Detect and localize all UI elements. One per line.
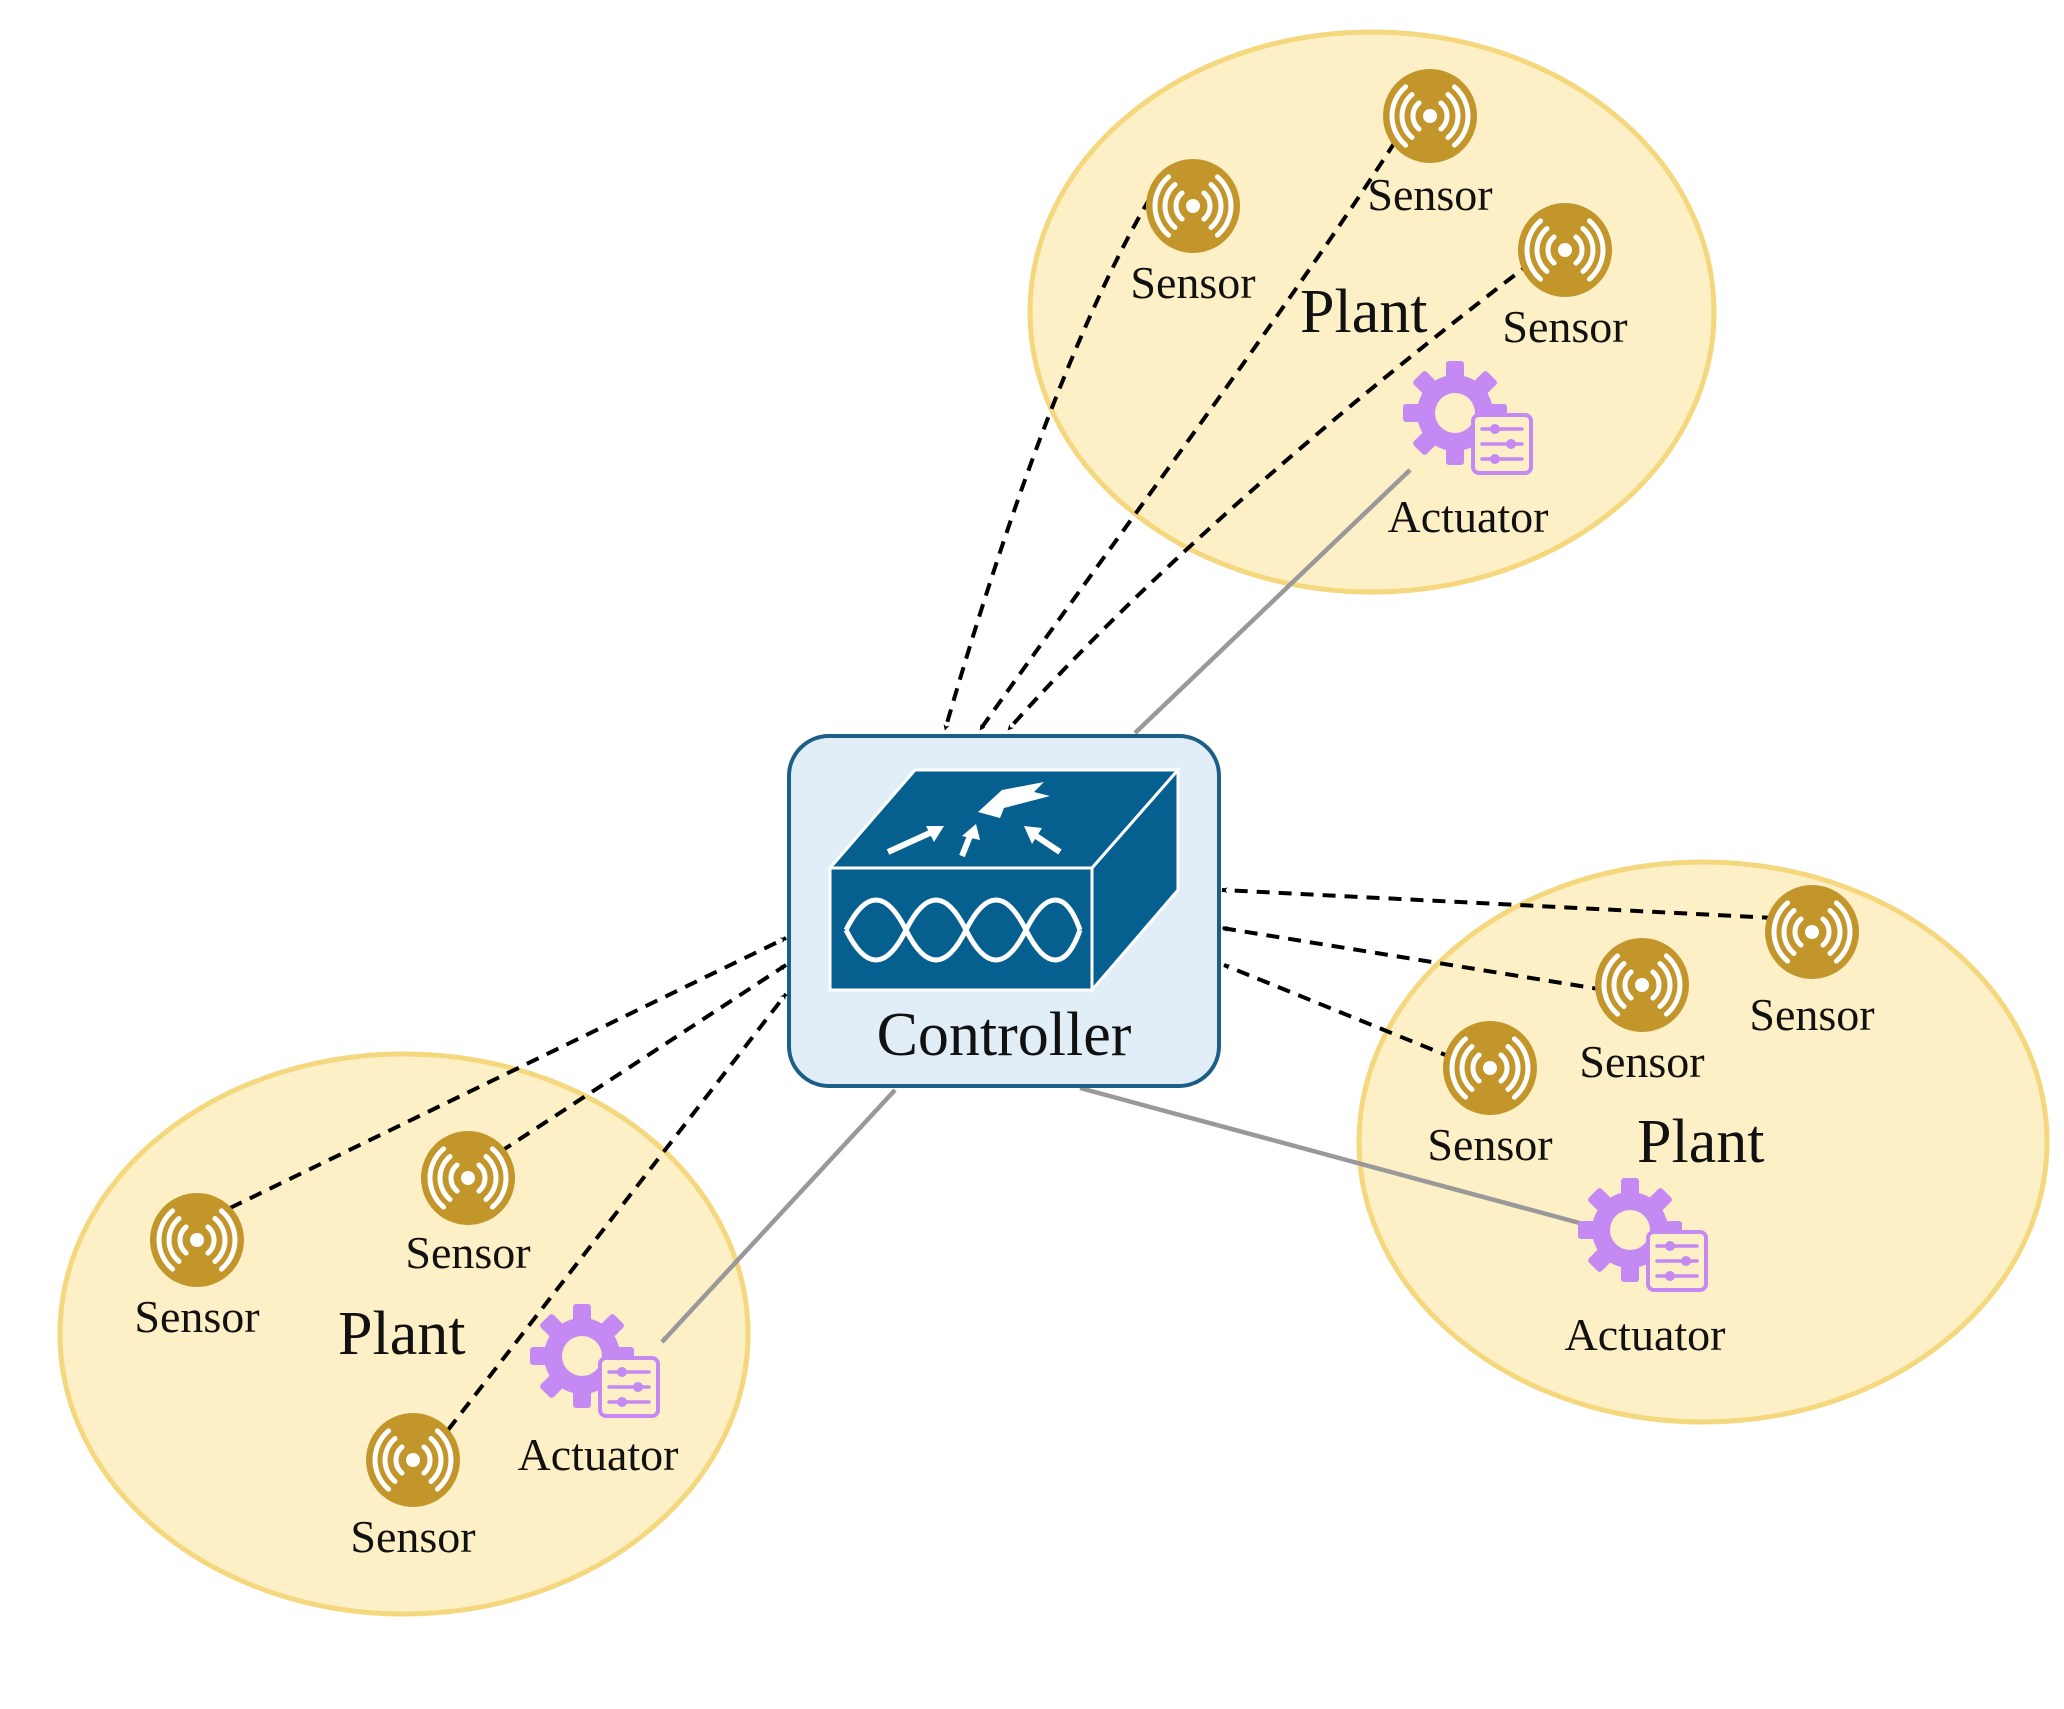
actuator-link-right — [1079, 1085, 1588, 1228]
actuator-link-left — [660, 1088, 897, 1344]
sensor-link-right-3 — [1223, 963, 1454, 1060]
sensor-label: Sensor — [350, 1511, 475, 1562]
sensor: Sensor — [134, 1193, 260, 1342]
actuator-label: Actuator — [518, 1429, 679, 1480]
wireless-sensor-icon — [1595, 938, 1689, 1032]
sensor: Sensor — [405, 1131, 531, 1278]
plant-left: Plant — [57, 1051, 751, 1617]
plant-right-area — [1356, 859, 2050, 1425]
wireless-sensor-icon — [1443, 1021, 1537, 1115]
sensor-label: Sensor — [1749, 989, 1874, 1040]
sensor-link-left-2 — [498, 963, 788, 1154]
sensor: Sensor — [1579, 938, 1705, 1087]
actuator: Actuator — [1565, 1178, 1726, 1360]
sensor: Sensor — [1502, 203, 1628, 352]
sensor-links — [229, 140, 1776, 1432]
sensor-link-top-3 — [1006, 260, 1534, 732]
sensor-label: Sensor — [405, 1227, 530, 1278]
actuator-label: Actuator — [1388, 491, 1549, 542]
sensor: Sensor — [1367, 69, 1493, 220]
sensor-link-right-1 — [1221, 887, 1776, 920]
sensor: Sensor — [1130, 159, 1256, 308]
plant-right-label: Plant — [1637, 1108, 1764, 1176]
sensor-label: Sensor — [1502, 301, 1627, 352]
sensor: Sensor — [350, 1413, 476, 1562]
wireless-sensor-icon — [1383, 69, 1477, 163]
controller: Controller — [787, 734, 1221, 1088]
sensor: Sensor — [1427, 1021, 1553, 1170]
plant-left-label: Plant — [338, 1300, 465, 1368]
gear-actuator-icon — [530, 1304, 660, 1418]
gear-actuator-icon — [1578, 1178, 1708, 1292]
sensor-label: Sensor — [1367, 169, 1492, 220]
sensor: Sensor — [1749, 885, 1875, 1040]
wireless-sensor-icon — [366, 1413, 460, 1507]
sensor-label: Sensor — [1579, 1036, 1704, 1087]
sensor-label: Sensor — [134, 1291, 259, 1342]
wireless-sensor-icon — [1765, 885, 1859, 979]
sensor-link-top-2 — [978, 140, 1397, 732]
plant-left-area — [57, 1051, 751, 1617]
plant-right: Plant — [1356, 859, 2050, 1425]
wireless-sensor-icon — [1518, 203, 1612, 297]
plant-top-label: Plant — [1300, 278, 1427, 346]
gear-actuator-icon — [1403, 361, 1533, 475]
wireless-sensor-icon — [421, 1131, 515, 1225]
sensor-link-left-3 — [446, 992, 788, 1432]
controller-label: Controller — [877, 1001, 1132, 1069]
actuator: Actuator — [1388, 361, 1549, 542]
wireless-sensor-icon — [150, 1193, 244, 1287]
router-icon — [826, 766, 1182, 995]
actuator-links — [660, 468, 1588, 1344]
sensor-label: Sensor — [1130, 257, 1255, 308]
wireless-sensor-icon — [1146, 159, 1240, 253]
device-icons: Sensor Sensor Sensor Actuator Sensor Sen… — [134, 69, 1875, 1562]
actuator-label: Actuator — [1565, 1309, 1726, 1360]
actuator: Actuator — [518, 1304, 679, 1480]
actuator-link-top — [1133, 468, 1412, 735]
sensor-link-left-1 — [229, 936, 787, 1210]
sensor-label: Sensor — [1427, 1119, 1552, 1170]
sensor-link-top-1 — [943, 196, 1152, 731]
